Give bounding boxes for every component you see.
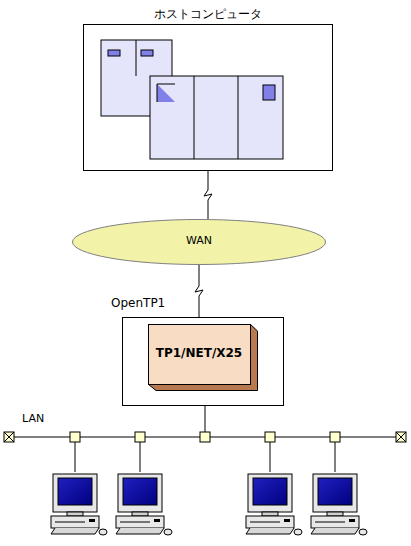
- server-box: OpenTP1TP1/NET/X25: [122, 317, 284, 406]
- wan-ellipse: WAN: [72, 219, 326, 265]
- host-box: ホストコンピュータ: [83, 24, 333, 171]
- box-label: TP1/NET/X25: [148, 346, 250, 360]
- pc-illustration: [51, 474, 367, 535]
- lan-bus: [4, 406, 406, 472]
- mainframe-illustration: [101, 40, 283, 159]
- network-label: LAN: [22, 412, 44, 425]
- box-label: WAN: [72, 234, 326, 247]
- box-heading: ホストコンピュータ: [84, 6, 332, 23]
- network-link: [195, 265, 203, 317]
- box-heading: OpenTP1: [111, 296, 165, 310]
- network-link: [204, 171, 212, 219]
- software-box: TP1/NET/X25: [148, 324, 258, 391]
